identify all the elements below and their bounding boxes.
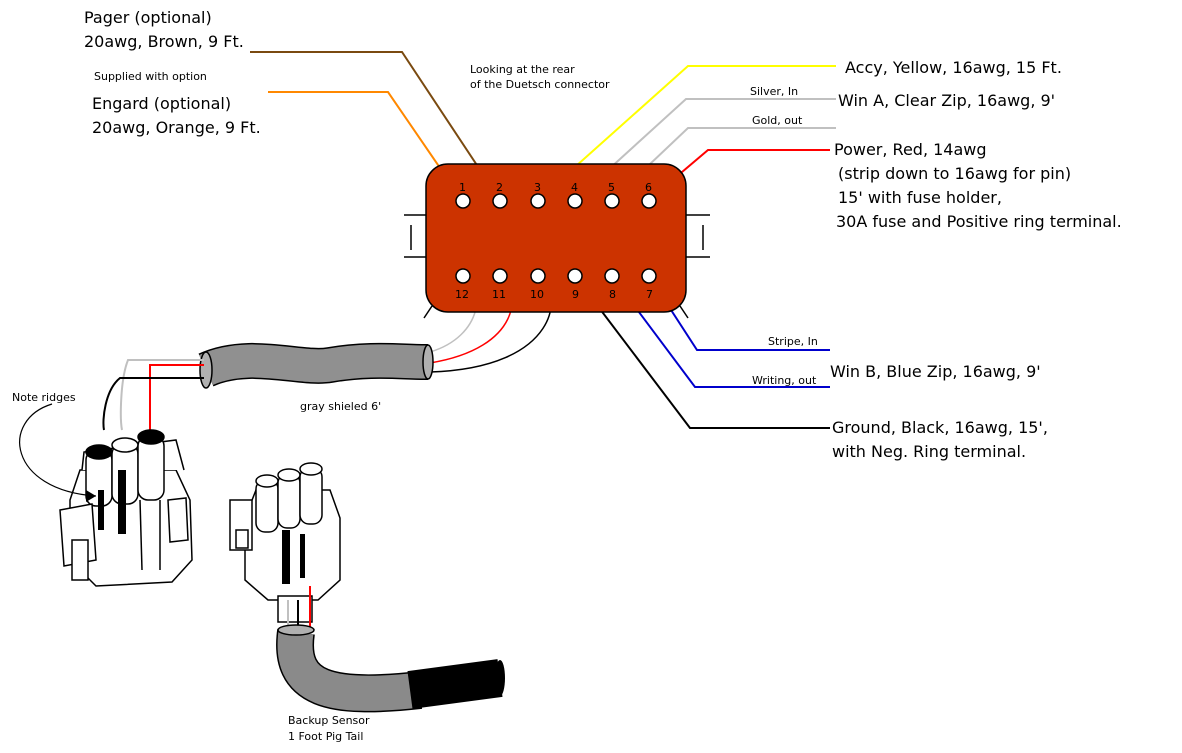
gray-shielded-cable: [102, 342, 434, 432]
pin-number-8: 8: [609, 288, 616, 301]
pager-spec: 20awg, Brown, 9 Ft.: [84, 32, 244, 51]
win-a-label: Win A, Clear Zip, 16awg, 9': [838, 91, 1056, 110]
accy-label: Accy, Yellow, 16awg, 15 Ft.: [845, 58, 1062, 77]
left-plug-drawing: [59, 429, 193, 587]
gray-shielded-label: gray shieled 6': [300, 400, 382, 413]
arrowhead: [86, 490, 96, 502]
gold-out-label: Gold, out: [752, 114, 803, 127]
pin-9: [567, 268, 583, 284]
pin-number-11: 11: [492, 288, 506, 301]
win-b-writing-wire: [611, 275, 830, 388]
backup-cable: [276, 624, 505, 713]
win-b-label: Win B, Blue Zip, 16awg, 9': [830, 362, 1041, 381]
silver-in-label: Silver, In: [750, 85, 799, 98]
pin-number-3: 3: [534, 181, 541, 194]
pin-number-6: 6: [645, 181, 652, 194]
pin-10: [530, 268, 546, 284]
pin-12: [455, 268, 471, 284]
pager-label: Pager (optional): [84, 8, 212, 27]
pin-7: [641, 268, 657, 284]
engard-spec: 20awg, Orange, 9 Ft.: [92, 118, 261, 137]
pin-1: [455, 193, 471, 209]
pin-number-10: 10: [530, 288, 544, 301]
engard-label: Engard (optional): [92, 94, 232, 113]
pin-5: [604, 193, 620, 209]
note-ridges-arrow: [19, 403, 97, 497]
duetsch-connector: [404, 163, 710, 319]
power-fuse-holder: 15' with fuse holder,: [838, 188, 1002, 207]
writing-out-label: Writing, out: [752, 374, 817, 387]
stripe-in-label: Stripe, In: [768, 335, 818, 348]
note-ridges-label: Note ridges: [12, 391, 76, 404]
power-terminal: 30A fuse and Positive ring terminal.: [836, 212, 1122, 231]
pin-number-4: 4: [571, 181, 578, 194]
pin-6: [641, 193, 657, 209]
pin-3: [530, 193, 546, 209]
ground-label: Ground, Black, 16awg, 15',: [832, 418, 1048, 437]
pin-number-12: 12: [455, 288, 469, 301]
connector-body: [425, 163, 687, 313]
pin-4: [567, 193, 583, 209]
pig-tail-label: 1 Foot Pig Tail: [288, 730, 364, 743]
looking-rear-line2: of the Duetsch connector: [470, 78, 610, 91]
supplied-with-option: Supplied with option: [94, 70, 207, 83]
backup-sensor-drawing: [229, 462, 341, 628]
accy-wire: [537, 65, 836, 201]
engard-wire: [268, 91, 463, 201]
looking-rear-line1: Looking at the rear: [470, 63, 575, 76]
power-note: (strip down to 16awg for pin): [838, 164, 1072, 183]
pin-number-1: 1: [459, 181, 466, 194]
pin-11: [492, 268, 508, 284]
pin-8: [604, 268, 620, 284]
pin-number-5: 5: [608, 181, 615, 194]
pin-number-2: 2: [496, 181, 503, 194]
pin-2: [492, 193, 508, 209]
power-label: Power, Red, 14awg: [834, 140, 987, 159]
pager-wire: [250, 51, 501, 201]
ground-terminal: with Neg. Ring terminal.: [832, 442, 1027, 461]
pin-number-9: 9: [572, 288, 579, 301]
ground-wire: [574, 275, 830, 429]
backup-sensor-label: Backup Sensor: [288, 714, 370, 727]
pin-number-7: 7: [646, 288, 653, 301]
